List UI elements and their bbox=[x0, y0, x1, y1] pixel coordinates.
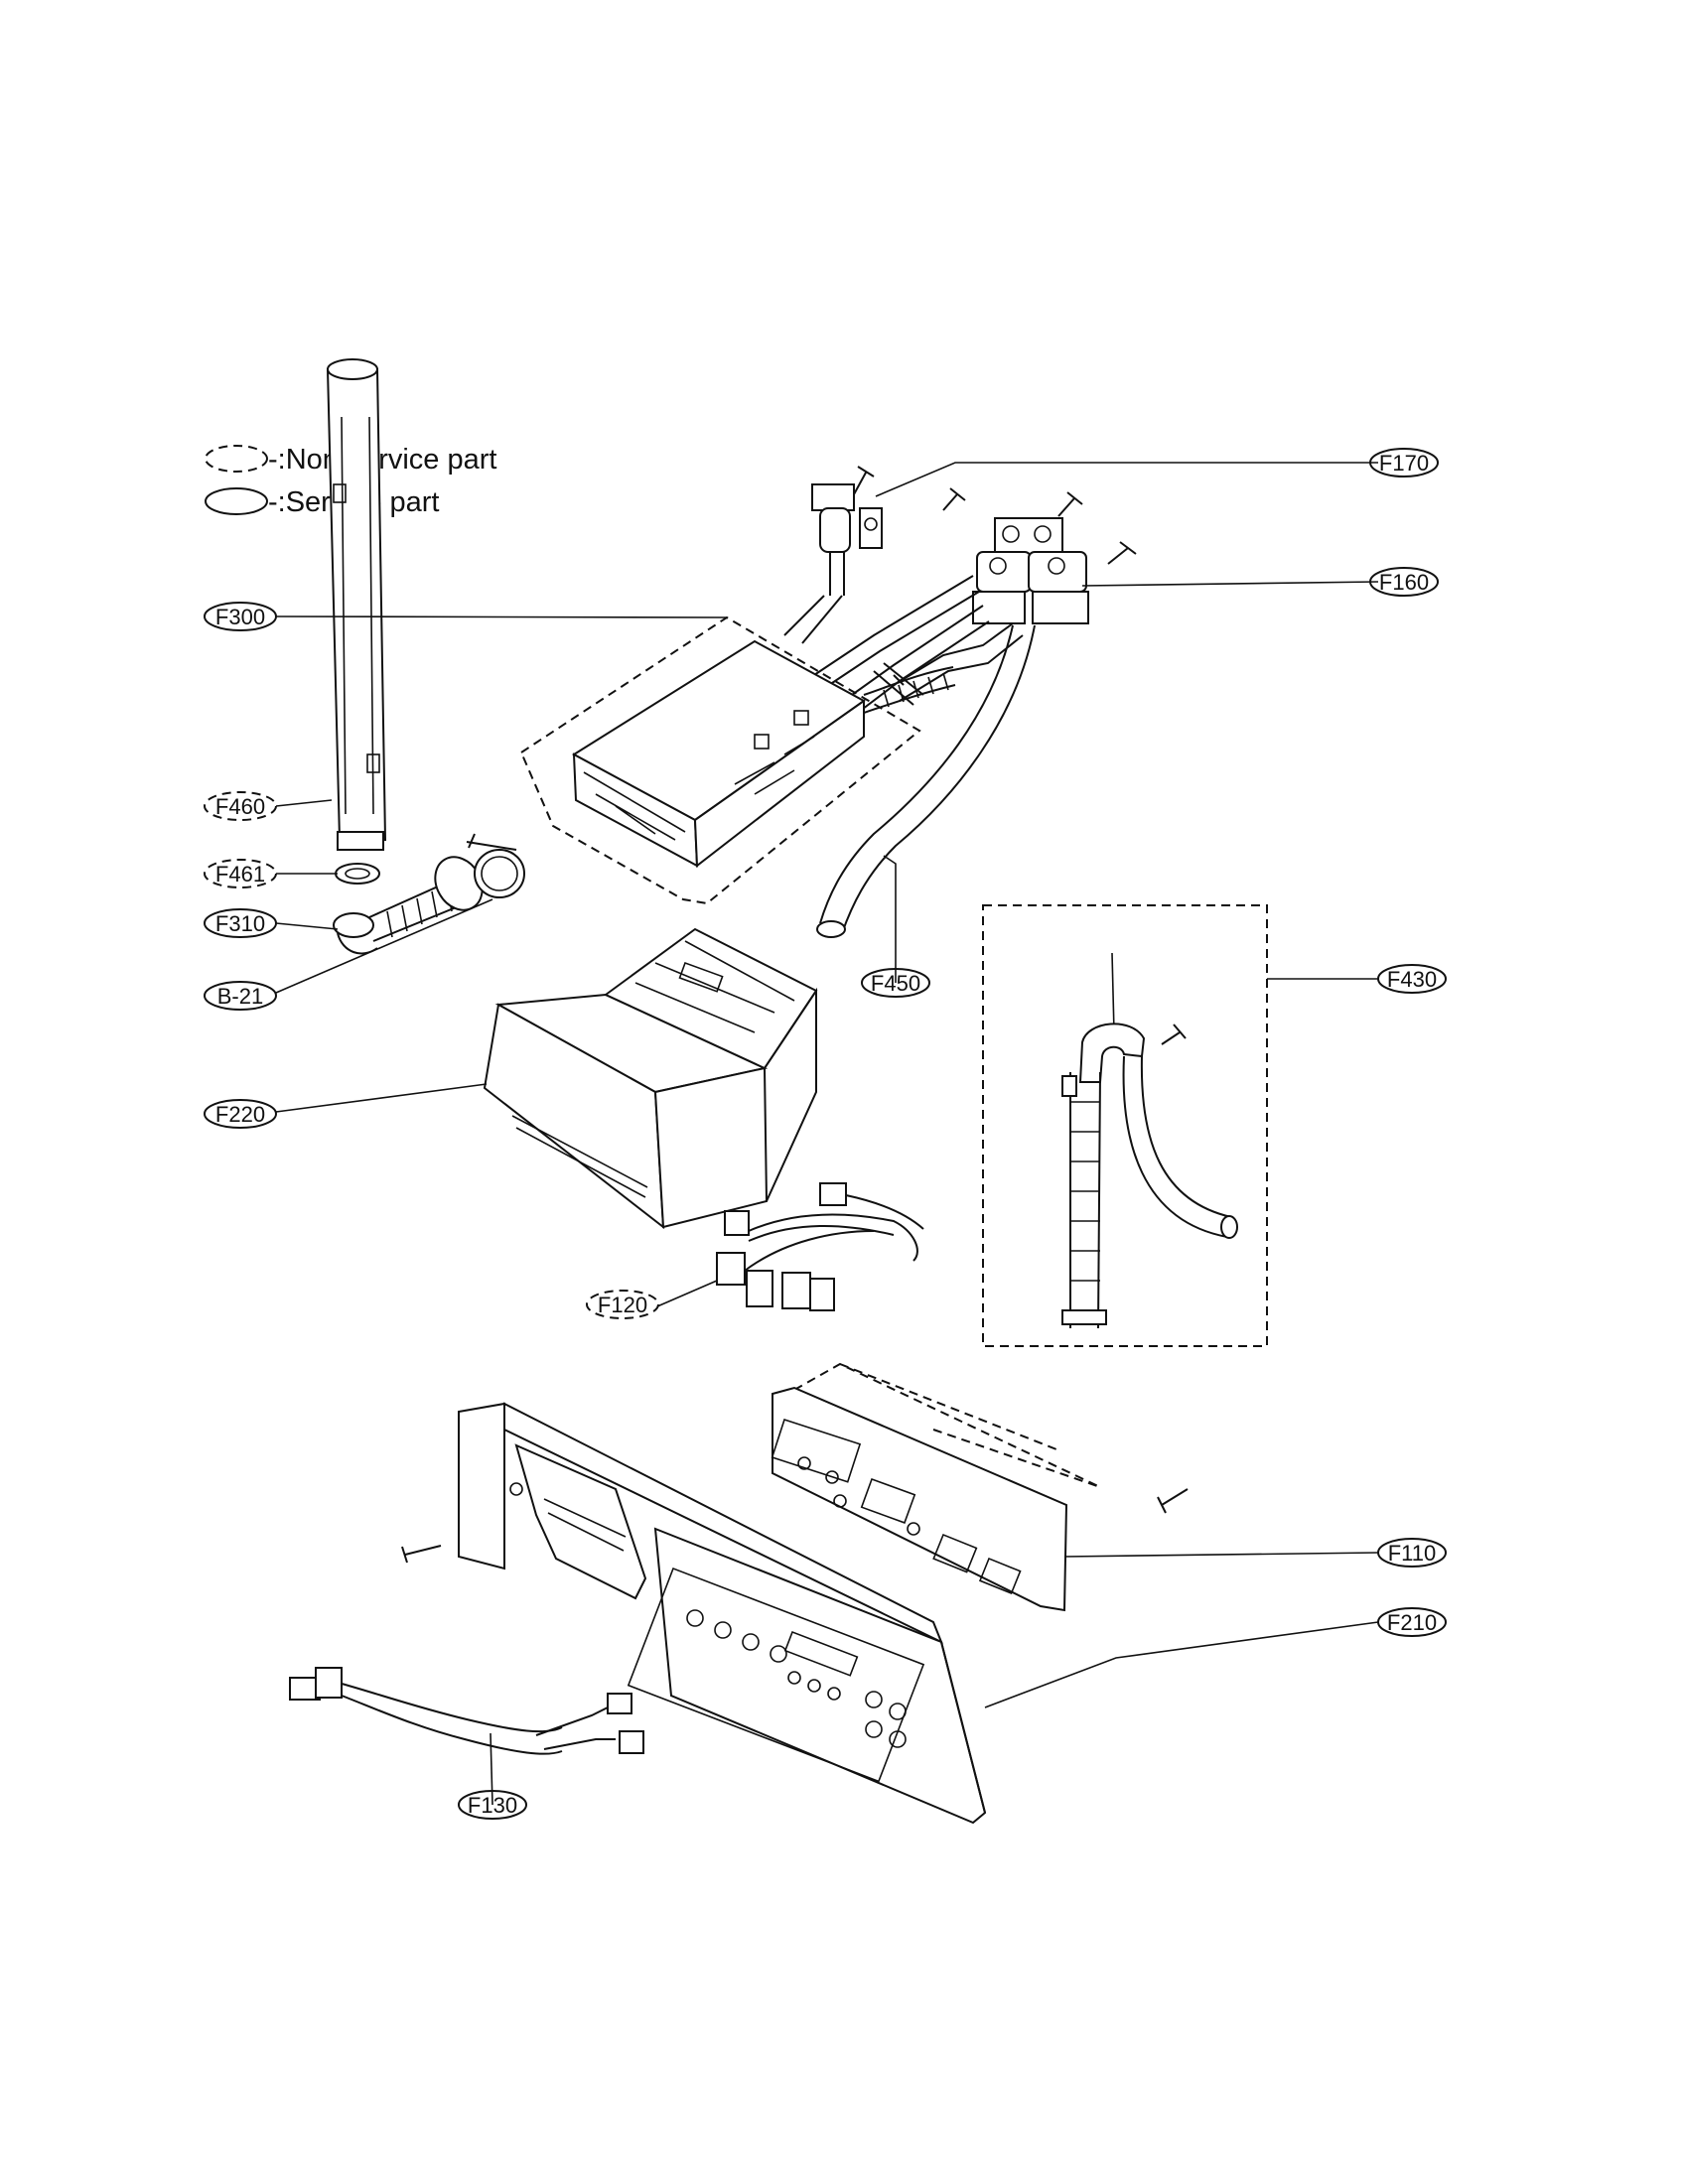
callout-f461-oval bbox=[204, 859, 277, 888]
callout-f461-label: F461 bbox=[215, 862, 265, 887]
callout-f430-label: F430 bbox=[1387, 967, 1437, 992]
legend-non-service-symbol bbox=[205, 445, 268, 473]
clamp bbox=[335, 863, 380, 885]
water-valve-small bbox=[783, 483, 883, 644]
callout-f170-label: F170 bbox=[1379, 451, 1429, 476]
callout-f460-label: F460 bbox=[215, 794, 265, 819]
callout-f110-oval bbox=[1377, 1538, 1447, 1568]
water-valve-double bbox=[972, 517, 1089, 624]
callout-f220: F220 bbox=[204, 1099, 277, 1129]
callout-b21-label: B-21 bbox=[217, 984, 263, 1009]
legend-service-symbol bbox=[205, 487, 268, 515]
callout-f300-oval bbox=[204, 602, 277, 631]
wire-harness-f120 bbox=[716, 1182, 924, 1311]
callout-f210: F210 bbox=[1377, 1607, 1447, 1637]
callout-f110: F110 bbox=[1377, 1538, 1447, 1568]
callout-f130: F130 bbox=[458, 1790, 527, 1820]
callout-f170-oval bbox=[1369, 448, 1439, 478]
wire-harness-f130 bbox=[289, 1667, 644, 1755]
callout-f300-label: F300 bbox=[215, 605, 265, 629]
callout-f110-label: F110 bbox=[1388, 1541, 1437, 1566]
callout-f430-oval bbox=[1377, 964, 1447, 994]
gasket bbox=[466, 833, 525, 898]
callout-f160-label: F160 bbox=[1379, 570, 1429, 595]
drain-hose-f430 bbox=[982, 904, 1268, 1347]
callout-f300: F300 bbox=[204, 602, 277, 631]
callout-f461: F461 bbox=[204, 859, 277, 888]
callout-f210-label: F210 bbox=[1387, 1610, 1437, 1635]
callout-f460-oval bbox=[204, 791, 277, 821]
dispenser-hose bbox=[816, 624, 1036, 938]
callout-f120-label: F120 bbox=[598, 1293, 647, 1317]
control-panel bbox=[458, 1402, 987, 1825]
callout-f220-oval bbox=[204, 1099, 277, 1129]
callout-f310: F310 bbox=[204, 908, 277, 938]
callout-f310-label: F310 bbox=[215, 911, 265, 936]
callout-f130-label: F130 bbox=[468, 1793, 517, 1818]
leader-lines bbox=[275, 462, 1379, 1806]
callout-f450-label: F450 bbox=[871, 971, 920, 996]
legend-non-service-label: -:Non-service part bbox=[268, 444, 496, 476]
callout-f430: F430 bbox=[1377, 964, 1447, 994]
display-pcb bbox=[771, 1362, 1101, 1612]
callout-f210-oval bbox=[1377, 1607, 1447, 1637]
callout-f460: F460 bbox=[204, 791, 277, 821]
dispenser-housing bbox=[519, 615, 956, 905]
callout-f160: F160 bbox=[1369, 567, 1439, 597]
detergent-drawer bbox=[483, 927, 818, 1230]
callout-b21-oval bbox=[204, 981, 277, 1011]
callout-f450-oval bbox=[861, 968, 930, 998]
callout-f120: F120 bbox=[586, 1290, 659, 1319]
callout-f160-oval bbox=[1369, 567, 1439, 597]
callout-f310-oval bbox=[204, 908, 277, 938]
callout-f170: F170 bbox=[1369, 448, 1439, 478]
bellows-hose bbox=[333, 856, 484, 955]
vent-tube bbox=[326, 358, 387, 851]
callout-f120-oval bbox=[586, 1290, 659, 1319]
callout-f450: F450 bbox=[861, 968, 930, 998]
callout-f130-oval bbox=[458, 1790, 527, 1820]
callout-f220-label: F220 bbox=[215, 1102, 265, 1127]
callout-b21: B-21 bbox=[204, 981, 277, 1011]
screws bbox=[401, 466, 1189, 1564]
